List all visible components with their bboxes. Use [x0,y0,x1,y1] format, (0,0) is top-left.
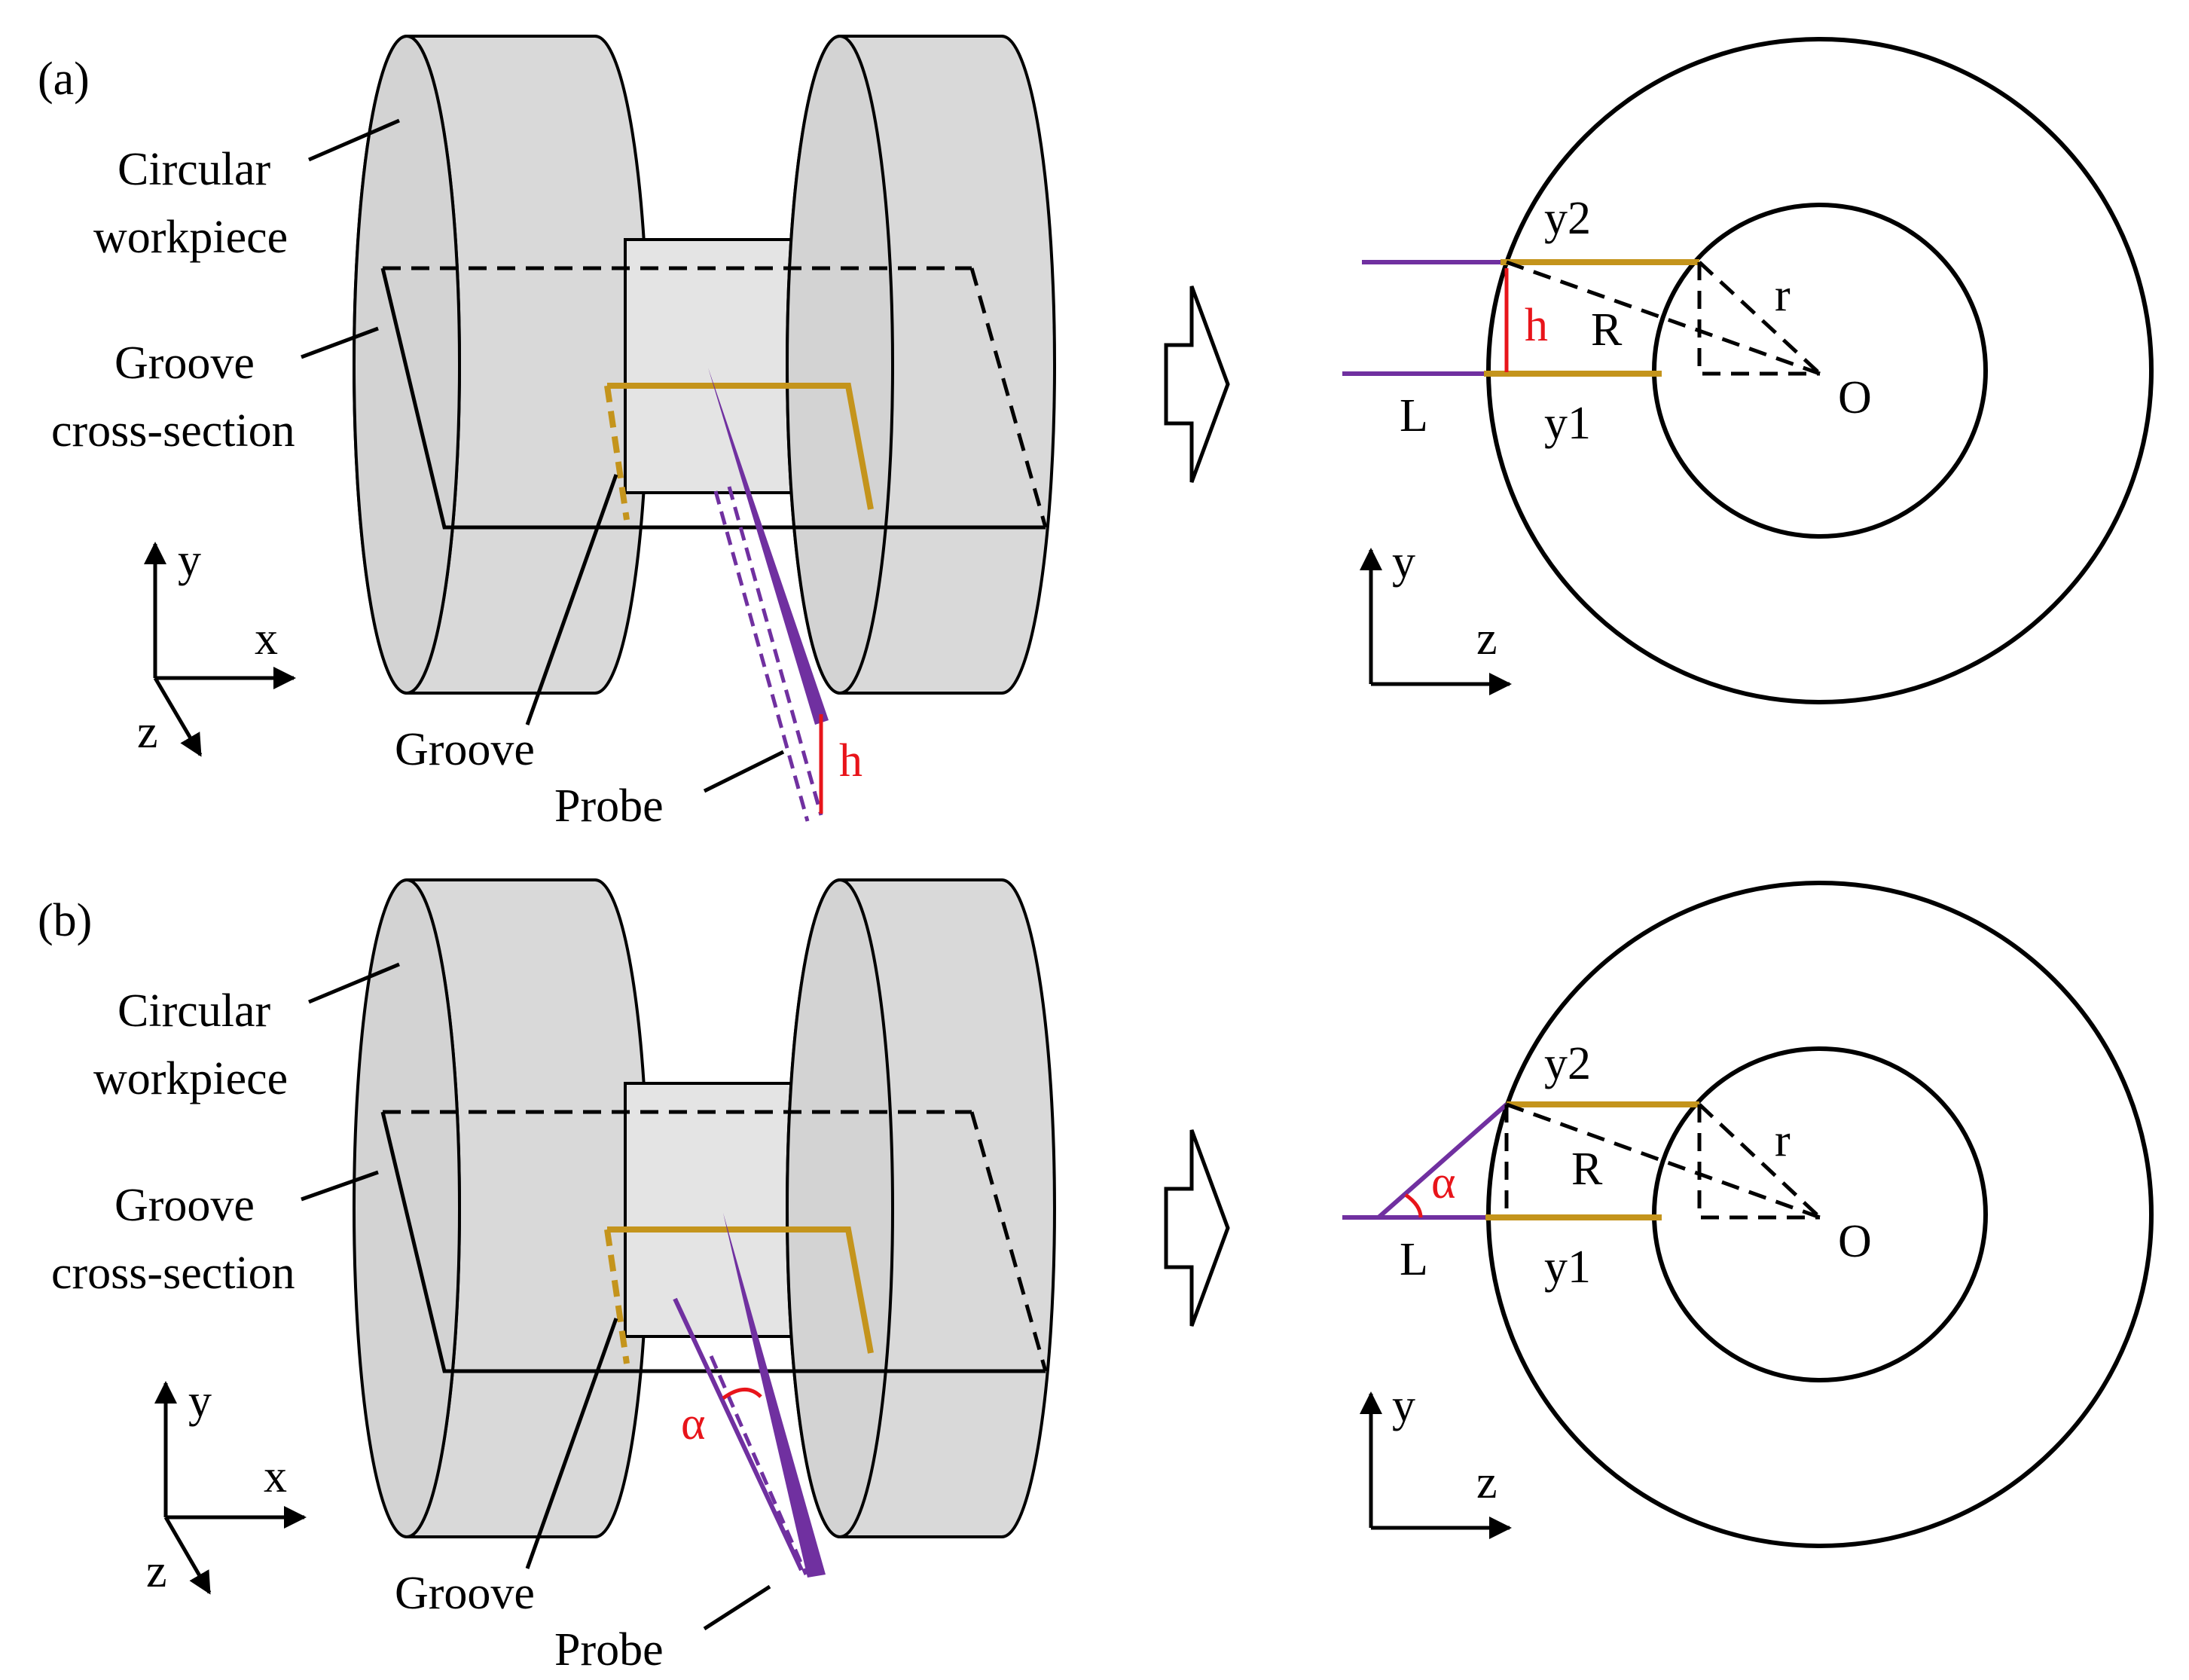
probe-a [708,368,829,725]
cross-section-edge-b [380,1111,1046,1373]
panel-b-3d-view: (b) Circular workpiece Groove cross-sect… [38,878,1056,1675]
label-alpha-b: α [1431,1157,1455,1208]
section-axis-y-label-b: y [1392,1380,1415,1431]
cross-section-edge-a [380,267,1046,530]
probe-tilted-line-b [1377,1102,1508,1220]
label-y2-a: y2 [1544,193,1591,244]
probe-ghost-a [713,486,823,822]
label-L-a: L [1400,390,1428,441]
groove-lines-a [1484,259,1699,377]
workpiece-label-line1-b: Circular [118,985,270,1037]
groove-hidden-edge-a [604,385,630,521]
label-h-a: h [1525,300,1548,351]
axis-x-label-a: x [255,613,278,664]
leader-cross-section-b [301,1170,379,1202]
offset-h-label-a: h [839,735,862,787]
groove-lines-b [1485,1101,1699,1220]
radius-r-line-b [1698,1103,1821,1219]
section-axis-y-label-a: y [1392,536,1415,588]
leader-groove-a [525,474,618,725]
construction-dashes-b [1697,1104,1820,1220]
cross-section-right-b [969,1111,1048,1372]
leader-probe-a [703,750,785,793]
axis-y-label-b: y [188,1376,212,1427]
construction-dashes-a [1697,262,1820,376]
probe-label-a: Probe [554,780,664,832]
probe-lines-a [1342,260,1501,376]
groove-hidden-edge-b [604,1229,630,1364]
transition-arrow-a [1164,286,1230,483]
leader-probe-b [703,1584,771,1631]
cross-section-label-line1-b: Groove [114,1180,255,1231]
groove-label-b: Groove [395,1568,535,1619]
axis-z-arrow-a [153,677,203,757]
angle-arc-section-b [1404,1193,1423,1218]
workpiece-label-line2-a: workpiece [93,212,288,263]
right-disc-face-b [786,878,894,1538]
label-L-b: L [1400,1234,1428,1285]
inner-circle-b [1652,1046,1988,1382]
cross-section-label-line1-a: Groove [114,338,255,389]
workpiece-label-line2-b: workpiece [93,1053,288,1104]
axis-y-label-a: y [178,535,201,586]
panel-a-3d-view: (a) Circular workpiece Groove cross-sect… [38,34,1056,832]
label-O-b: O [1838,1216,1872,1267]
axis-z-label-a: z [137,707,158,758]
workpiece-label-line1-a: Circular [118,144,270,195]
label-O-a: O [1838,372,1872,423]
groove-profile-a [607,383,874,510]
label-y1-a: y1 [1544,398,1591,449]
leader-cross-section-a [301,326,379,359]
groove-label-a: Groove [395,724,535,775]
right-disc-face-a [786,35,894,695]
label-R-a: R [1591,304,1623,356]
groove-profile-b [607,1226,874,1354]
label-r-a: r [1775,270,1791,321]
label-y2-b: y2 [1544,1038,1591,1089]
inner-circle-a [1652,203,1988,539]
leader-groove-b [525,1318,618,1569]
transition-arrow-b [1164,1129,1230,1327]
cross-section-right-a [969,267,1048,528]
cross-section-label-line2-a: cross-section [51,405,295,457]
section-axis-z-label-a: z [1476,613,1497,664]
radius-r-line-a [1698,261,1821,375]
panel-label-b: (b) [38,895,92,946]
leader-workpiece-b [308,962,400,1004]
panel-label-a: (a) [38,53,90,105]
label-r-b: r [1775,1115,1791,1166]
axis-z-arrow-b [163,1516,212,1595]
section-axis-z-label-b: z [1476,1457,1497,1508]
cross-section-label-line2-b: cross-section [51,1248,295,1299]
angle-arc-b [722,1388,762,1401]
probe-tilt-line-b [673,1297,804,1572]
leader-workpiece-a [308,118,400,162]
axis-x-label-b: x [264,1451,287,1502]
angle-label-b: α [681,1398,705,1449]
label-R-b: R [1571,1144,1603,1195]
probe-b [723,1213,826,1578]
panel-a-section-view: y2 h R r O L y1 y z [1342,37,2154,704]
label-y1-b: y1 [1544,1242,1591,1293]
axis-z-label-b: z [146,1546,167,1597]
probe-label-b: Probe [554,1624,664,1675]
panel-b-section-view: y2 α R r O L y1 y z [1342,881,2154,1548]
probe-ghost-b [709,1355,808,1575]
